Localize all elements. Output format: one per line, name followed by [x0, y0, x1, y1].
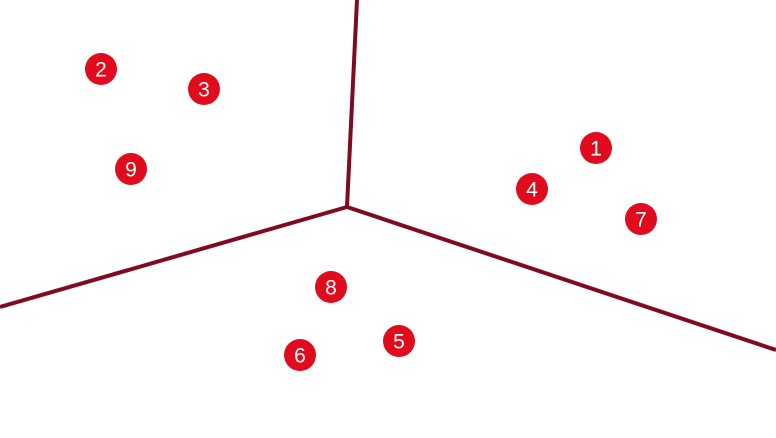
site-marker-circle	[85, 53, 117, 85]
site-marker-label: 7	[635, 209, 647, 232]
site-marker-circle	[115, 153, 147, 185]
site-marker-circle	[188, 73, 220, 105]
site-marker-4: 4	[516, 173, 548, 205]
site-marker-circle	[580, 132, 612, 164]
site-marker-circle	[284, 339, 316, 371]
site-marker-circle	[383, 325, 415, 357]
site-marker-5: 5	[383, 325, 415, 357]
site-marker-7: 7	[625, 203, 657, 235]
site-marker-label: 2	[95, 59, 107, 82]
site-marker-9: 9	[115, 153, 147, 185]
partition-lines	[0, 0, 776, 352]
site-marker-label: 6	[294, 345, 306, 368]
site-marker-1: 1	[580, 132, 612, 164]
site-marker-2: 2	[85, 53, 117, 85]
site-marker-label: 1	[590, 138, 602, 161]
partition-line-left	[0, 205, 348, 309]
site-marker-label: 3	[198, 79, 210, 102]
partition-line-right	[346, 205, 776, 352]
partition-line-top	[345, 0, 359, 208]
site-marker-label: 5	[393, 331, 405, 354]
site-marker-label: 4	[526, 179, 538, 202]
site-marker-circle	[315, 271, 347, 303]
site-marker-6: 6	[284, 339, 316, 371]
site-marker-circle	[625, 203, 657, 235]
site-markers: 1 2 3 4 5 6 7 8 9	[85, 53, 657, 371]
site-marker-8: 8	[315, 271, 347, 303]
site-marker-label: 9	[125, 159, 137, 182]
site-marker-3: 3	[188, 73, 220, 105]
site-marker-label: 8	[325, 277, 337, 300]
site-marker-circle	[516, 173, 548, 205]
